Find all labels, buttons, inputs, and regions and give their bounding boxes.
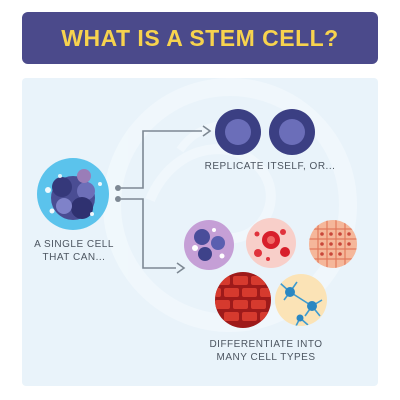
tissue-cells-icon [309,220,357,268]
replicated-cell-icon [215,109,315,155]
replicate-label: REPLICATE ITSELF, OR... [204,161,336,172]
red-blood-cells-icon [246,218,296,268]
branch-arrows [115,125,212,274]
stem-cell-icon [37,158,109,230]
differentiate-label: DIFFERENTIATE INTO MANY CELL TYPES [209,339,323,363]
blood-stem-cells-icon [184,220,234,270]
title-banner: WHAT IS A STEM CELL? [22,12,378,64]
nerve-cells-icon [275,274,327,326]
page-title: WHAT IS A STEM CELL? [61,25,339,51]
single-cell-label: A SINGLE CELL THAT CAN... [34,239,114,263]
